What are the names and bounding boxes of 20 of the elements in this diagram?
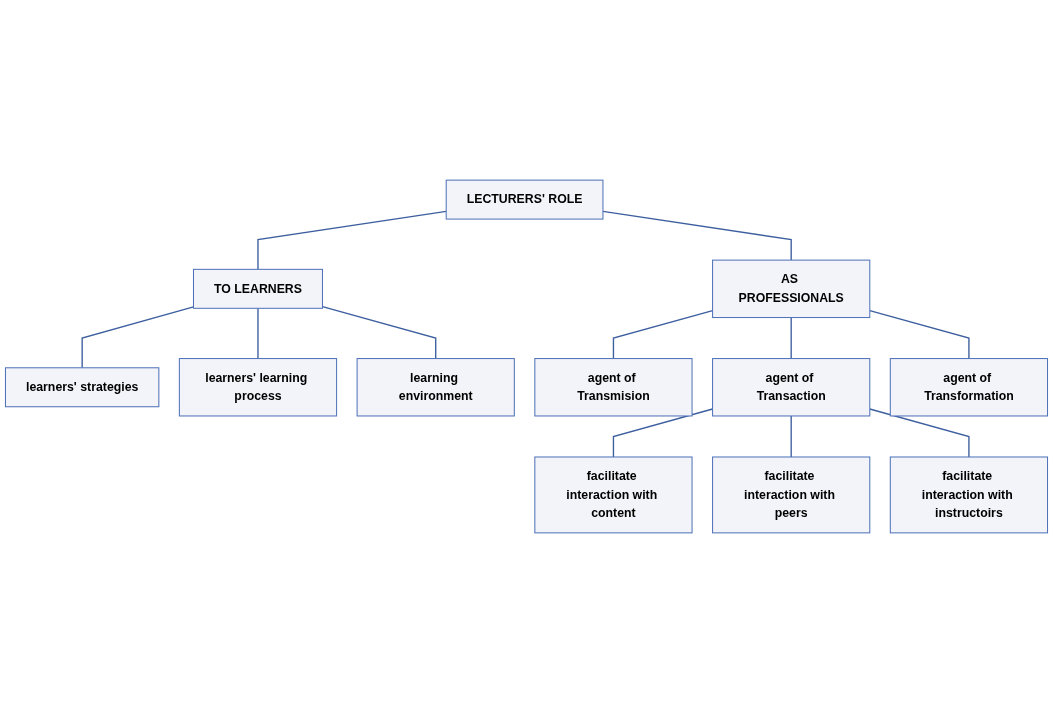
connector xyxy=(602,210,792,261)
connector xyxy=(869,408,970,458)
connector xyxy=(257,210,447,271)
node-box: agent of Transmision xyxy=(534,358,693,417)
node-box: LECTURERS' ROLE xyxy=(445,179,604,220)
connector xyxy=(790,316,792,360)
connector xyxy=(790,415,792,458)
connector xyxy=(321,306,437,360)
node-box: agent of Transaction xyxy=(712,358,871,417)
node-box: TO LEARNERS xyxy=(192,268,323,309)
connector xyxy=(257,307,259,360)
node-box: learning environment xyxy=(356,358,515,417)
node-box: AS PROFESSIONALS xyxy=(712,259,871,319)
node-box: facilitate interaction with instructoirs xyxy=(889,456,1049,534)
connector xyxy=(869,309,970,360)
node-box: learners' learning process xyxy=(178,358,338,417)
node-box: facilitate interaction with peers xyxy=(712,456,871,534)
node-box: learners' strategies xyxy=(4,367,160,408)
node-box: facilitate interaction with content xyxy=(534,456,693,534)
node-box: agent of Transformation xyxy=(889,358,1049,417)
